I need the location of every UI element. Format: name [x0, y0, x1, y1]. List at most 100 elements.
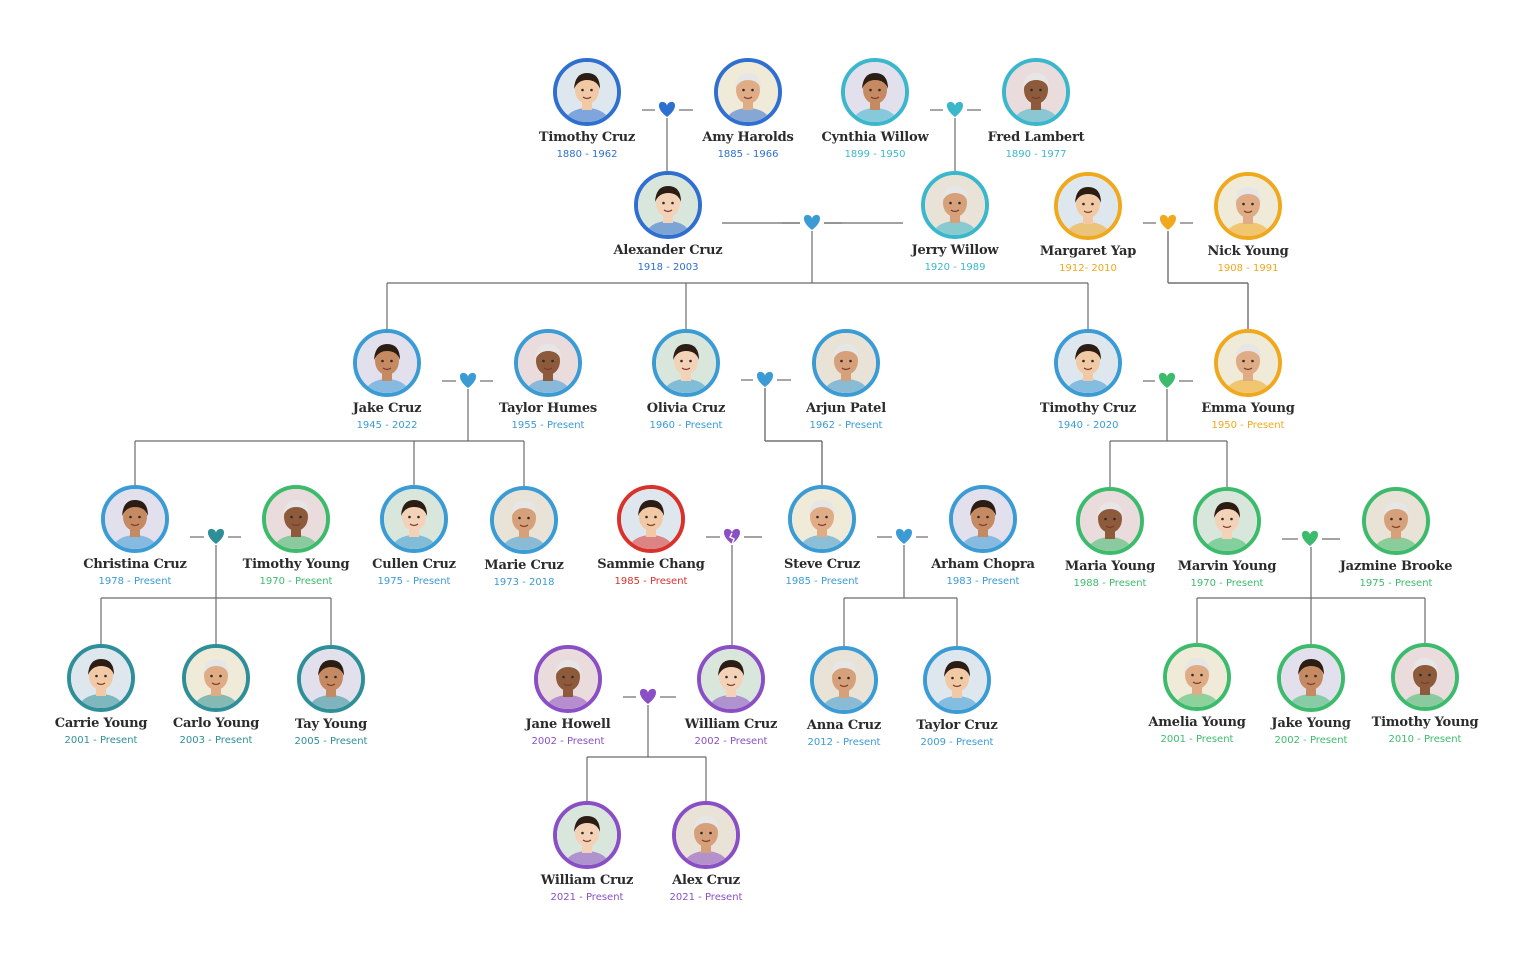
avatar[interactable] [353, 329, 421, 397]
person-card[interactable]: Marvin Young 1970 - Present [1147, 487, 1307, 589]
avatar[interactable] [1002, 58, 1070, 126]
person-card[interactable]: Jake Young 2002 - Present [1231, 644, 1391, 746]
avatar[interactable] [182, 644, 250, 712]
avatar[interactable] [297, 645, 365, 713]
person-dates: 1912- 2010 [1059, 263, 1117, 274]
avatar[interactable] [534, 645, 602, 713]
person-card[interactable]: Nick Young 1908 - 1991 [1168, 172, 1328, 274]
avatar[interactable] [714, 58, 782, 126]
person-card[interactable]: Taylor Humes 1955 - Present [468, 329, 628, 431]
person-card[interactable]: Jerry Willow 1920 - 1989 [875, 171, 1035, 273]
avatar[interactable] [921, 171, 989, 239]
person-card[interactable]: Cullen Cruz 1975 - Present [334, 485, 494, 587]
avatar[interactable] [101, 485, 169, 553]
person-card[interactable]: Timothy Young 1970 - Present [216, 485, 376, 587]
avatar[interactable] [652, 329, 720, 397]
avatar[interactable] [634, 171, 702, 239]
person-card[interactable]: Alex Cruz 2021 - Present [626, 801, 786, 903]
avatar[interactable] [617, 485, 685, 553]
person-card[interactable]: Jane Howell 2002 - Present [488, 645, 648, 747]
person-card[interactable]: William Cruz 2002 - Present [651, 645, 811, 747]
person-name: Timothy Young [1371, 715, 1479, 730]
person-dates: 1890 - 1977 [1005, 149, 1067, 160]
person-dates: 1973 - 2018 [493, 577, 555, 588]
person-card[interactable]: Carrie Young 2001 - Present [21, 644, 181, 746]
person-card[interactable]: Tay Young 2005 - Present [251, 645, 411, 747]
person-dates: 2002 - Present [694, 736, 768, 747]
person-card[interactable]: Fred Lambert 1890 - 1977 [956, 58, 1116, 160]
person-card[interactable]: Christina Cruz 1978 - Present [55, 485, 215, 587]
avatar[interactable] [672, 801, 740, 869]
person-card[interactable]: Olivia Cruz 1960 - Present [606, 329, 766, 431]
avatar[interactable] [1214, 329, 1282, 397]
avatar[interactable] [1277, 644, 1345, 712]
heart-icon [756, 371, 774, 387]
avatar[interactable] [841, 58, 909, 126]
person-card[interactable]: Marie Cruz 1973 - 2018 [444, 486, 604, 588]
avatar[interactable] [949, 485, 1017, 553]
person-dates: 1975 - Present [377, 576, 451, 587]
avatar[interactable] [514, 329, 582, 397]
person-card[interactable]: Sammie Chang 1985 - Present [571, 485, 731, 587]
person-dates: 2012 - Present [807, 737, 881, 748]
avatar[interactable] [788, 485, 856, 553]
person-card[interactable]: Emma Young 1950 - Present [1168, 329, 1328, 431]
avatar[interactable] [1214, 172, 1282, 240]
avatar[interactable] [1391, 643, 1459, 711]
person-name: Olivia Cruz [646, 401, 726, 416]
person-card[interactable]: Arham Chopra 1983 - Present [903, 485, 1063, 587]
person-card[interactable]: Timothy Cruz 1880 - 1962 [507, 58, 667, 160]
person-card[interactable]: Amy Harolds 1885 - 1966 [668, 58, 828, 160]
avatar[interactable] [490, 486, 558, 554]
person-name: Steve Cruz [783, 557, 861, 572]
avatar[interactable] [262, 485, 330, 553]
person-dates: 2005 - Present [294, 736, 368, 747]
avatar[interactable] [1076, 487, 1144, 555]
person-card[interactable]: Jake Cruz 1945 - 2022 [307, 329, 467, 431]
person-name: Amelia Young [1148, 715, 1246, 730]
person-dates: 1985 - Present [785, 576, 859, 587]
heart-icon [639, 688, 657, 704]
avatar[interactable] [812, 329, 880, 397]
person-name: Arham Chopra [931, 557, 1035, 572]
avatar[interactable] [810, 646, 878, 714]
person-name: Taylor Cruz [916, 718, 998, 733]
avatar[interactable] [1163, 643, 1231, 711]
avatar[interactable] [923, 646, 991, 714]
person-name: Jazmine Brooke [1339, 559, 1453, 574]
person-card[interactable]: Cynthia Willow 1899 - 1950 [795, 58, 955, 160]
person-card[interactable]: Alexander Cruz 1918 - 2003 [588, 171, 748, 273]
person-card[interactable]: Margaret Yap 1912- 2010 [1008, 172, 1168, 274]
person-dates: 1985 - Present [614, 576, 688, 587]
person-card[interactable]: Arjun Patel 1962 - Present [766, 329, 926, 431]
person-card[interactable]: Amelia Young 2001 - Present [1117, 643, 1277, 745]
person-name: William Cruz [684, 717, 778, 732]
person-dates: 2009 - Present [920, 737, 994, 748]
person-card[interactable]: William Cruz 2021 - Present [507, 801, 667, 903]
person-card[interactable]: Timothy Young 2010 - Present [1345, 643, 1505, 745]
person-dates: 2002 - Present [531, 736, 605, 747]
person-name: Marie Cruz [484, 558, 564, 573]
avatar[interactable] [1054, 329, 1122, 397]
person-dates: 1908 - 1991 [1217, 263, 1279, 274]
avatar[interactable] [1362, 487, 1430, 555]
person-name: Cullen Cruz [372, 557, 456, 572]
avatar[interactable] [67, 644, 135, 712]
avatar[interactable] [1054, 172, 1122, 240]
avatar[interactable] [380, 485, 448, 553]
person-card[interactable]: Anna Cruz 2012 - Present [764, 646, 924, 748]
avatar[interactable] [553, 801, 621, 869]
avatar[interactable] [697, 645, 765, 713]
person-card[interactable]: Steve Cruz 1985 - Present [742, 485, 902, 587]
person-name: Sammie Chang [597, 557, 705, 572]
person-name: Carlo Young [172, 716, 260, 731]
person-card[interactable]: Maria Young 1988 - Present [1030, 487, 1190, 589]
person-card[interactable]: Timothy Cruz 1940 - 2020 [1008, 329, 1168, 431]
broken-heart-icon [723, 528, 741, 545]
person-card[interactable]: Carlo Young 2003 - Present [136, 644, 296, 746]
person-card[interactable]: Taylor Cruz 2009 - Present [877, 646, 1037, 748]
avatar[interactable] [1193, 487, 1261, 555]
avatar[interactable] [553, 58, 621, 126]
person-card[interactable]: Jazmine Brooke 1975 - Present [1316, 487, 1476, 589]
